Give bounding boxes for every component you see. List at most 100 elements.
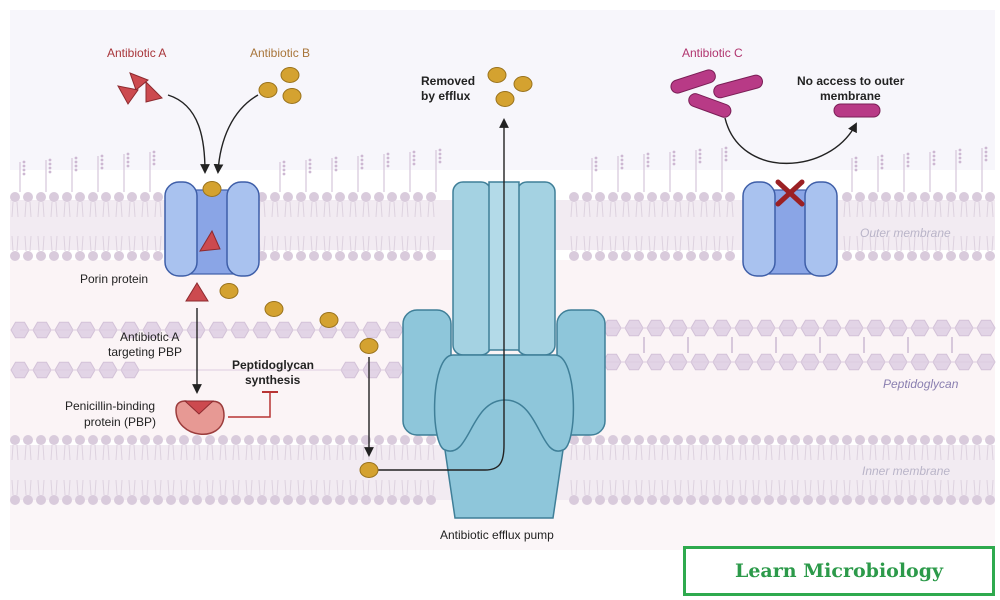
lipid-tail xyxy=(934,201,942,218)
lipid-head xyxy=(361,495,371,505)
lipid-tail xyxy=(11,201,19,218)
lipid-tail xyxy=(336,479,344,496)
lipid-tail xyxy=(583,235,591,252)
lipid-tail xyxy=(739,444,747,461)
lipid-tail xyxy=(76,479,84,496)
lipid-tail xyxy=(700,479,708,496)
lps-sugar xyxy=(958,156,962,160)
lipid-head xyxy=(153,435,163,445)
lipid-tail xyxy=(349,479,357,496)
lipid-head xyxy=(907,435,917,445)
lipid-head xyxy=(621,495,631,505)
lipid-head xyxy=(985,192,995,202)
lipid-tail xyxy=(778,479,786,496)
lipid-head xyxy=(127,435,137,445)
lipid-head xyxy=(920,435,930,445)
lipid-tail xyxy=(141,235,149,252)
lipid-tail xyxy=(960,444,968,461)
antibiotic-a-molecules xyxy=(117,72,163,105)
lipid-tail xyxy=(921,235,929,252)
lps-sugar xyxy=(386,164,390,168)
lipid-tail xyxy=(622,479,630,496)
lps-sugar xyxy=(698,148,702,152)
lipid-head xyxy=(361,192,371,202)
lps-sugar xyxy=(48,162,52,166)
lipid-tail xyxy=(37,479,45,496)
lps-sugar xyxy=(334,160,338,164)
lps-sugar xyxy=(360,158,364,162)
lipid-tail xyxy=(830,444,838,461)
lipid-tail xyxy=(232,444,240,461)
lipid-head xyxy=(855,192,865,202)
inner-membrane-lipid-tails xyxy=(11,444,994,496)
lipid-tail xyxy=(921,201,929,218)
lipid-tail xyxy=(843,479,851,496)
lps-sugar xyxy=(672,154,676,158)
lps-sugar xyxy=(22,164,26,168)
lipid-head xyxy=(673,192,683,202)
antibiotic-b-entry-arrow xyxy=(213,94,259,174)
lipid-head xyxy=(270,435,280,445)
lipid-head xyxy=(374,435,384,445)
lipid-head xyxy=(23,251,33,261)
lps-sugar xyxy=(308,166,312,170)
lps-sugar xyxy=(360,154,364,158)
lipid-tail xyxy=(778,444,786,461)
lipid-tail xyxy=(297,479,305,496)
lps-sugar xyxy=(854,168,858,172)
lipid-head xyxy=(686,192,696,202)
lipid-head xyxy=(309,495,319,505)
lps-sugar xyxy=(958,152,962,156)
lipid-head xyxy=(387,435,397,445)
lipid-head xyxy=(868,495,878,505)
lipid-tail xyxy=(24,201,32,218)
lipid-tail xyxy=(882,479,890,496)
lipid-head xyxy=(751,435,761,445)
lipid-tail xyxy=(284,235,292,252)
lipid-head xyxy=(920,192,930,202)
lipid-head xyxy=(946,192,956,202)
lipid-head xyxy=(660,251,670,261)
lipid-tail xyxy=(765,444,773,461)
antibiotic-c-excluded xyxy=(833,103,881,118)
lipid-tail xyxy=(895,235,903,252)
lipid-head xyxy=(309,251,319,261)
lps-sugar xyxy=(74,156,78,160)
pbp-label-line1: Penicillin-binding xyxy=(65,399,155,413)
lipid-tail xyxy=(908,235,916,252)
lipid-head xyxy=(569,251,579,261)
lipid-tail xyxy=(830,479,838,496)
lipid-head xyxy=(205,495,215,505)
lipid-head xyxy=(660,192,670,202)
lipid-head xyxy=(400,495,410,505)
lipid-head xyxy=(218,435,228,445)
lipid-tail xyxy=(323,444,331,461)
lipid-tail xyxy=(349,201,357,218)
lipid-head xyxy=(166,435,176,445)
lipid-head xyxy=(595,192,605,202)
lipid-head xyxy=(114,251,124,261)
lipid-head xyxy=(868,435,878,445)
lipid-head xyxy=(101,251,111,261)
lipid-head xyxy=(23,495,33,505)
lipid-head xyxy=(322,435,332,445)
lipid-tail xyxy=(323,201,331,218)
outer-membrane-heads-bottom xyxy=(10,251,995,261)
antibiotic-c-diverted-arrow xyxy=(724,117,857,164)
lipid-head xyxy=(114,192,124,202)
lps-sugar xyxy=(854,156,858,160)
lipid-head xyxy=(894,495,904,505)
lipid-tail xyxy=(622,444,630,461)
lps-sugar xyxy=(724,158,728,162)
lipid-head xyxy=(777,495,787,505)
lps-sugar xyxy=(932,158,936,162)
lipid-tail xyxy=(934,479,942,496)
lps-sugar xyxy=(74,160,78,164)
lipid-head xyxy=(621,251,631,261)
lipid-tail xyxy=(11,444,19,461)
lipid-head xyxy=(166,495,176,505)
lipid-tail xyxy=(921,479,929,496)
lipid-head xyxy=(296,192,306,202)
lipid-head xyxy=(738,495,748,505)
lipid-tail xyxy=(986,479,994,496)
